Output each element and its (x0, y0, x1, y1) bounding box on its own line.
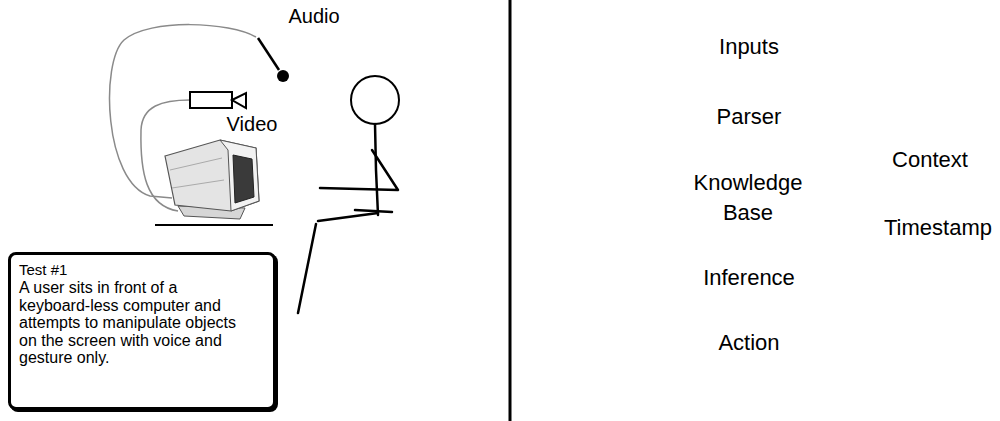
monitor-vent (170, 158, 222, 170)
monitor-vent (172, 180, 224, 188)
device-label: Audio (269, 4, 359, 28)
component-label: Inference (679, 265, 819, 291)
video-camera (190, 92, 246, 108)
component-label: Action (679, 330, 819, 356)
monitor-bezel (220, 140, 259, 211)
monitor-case (165, 140, 259, 211)
box-body: A user sits in front of a keyboard-less … (19, 279, 247, 367)
device-label: Video (207, 112, 297, 136)
figure-lap (355, 210, 392, 212)
component-label: Parser (679, 104, 819, 130)
figure-thigh (318, 213, 378, 221)
microphone (258, 38, 289, 82)
computer-monitor (165, 140, 259, 219)
component-label: Inputs (679, 34, 819, 60)
component-label: Context (860, 147, 1000, 173)
monitor-screen (233, 155, 254, 203)
figure-head (351, 76, 399, 124)
figure-leg (298, 224, 316, 313)
test-box: Test #1A user sits in front of a keyboar… (8, 252, 276, 410)
divider-line (509, 0, 512, 421)
camera-body (190, 92, 232, 108)
microphone-head (277, 70, 289, 82)
figure-body (375, 124, 378, 215)
box-heading: Test #1 (19, 261, 265, 279)
desk (155, 224, 273, 226)
figure-arm (320, 150, 398, 190)
microphone-stem (258, 38, 279, 70)
component-label: Knowledge Base (688, 168, 808, 228)
stick-figure (298, 76, 399, 313)
camera-lens (232, 93, 246, 108)
component-label: Timestamp (868, 215, 1000, 241)
